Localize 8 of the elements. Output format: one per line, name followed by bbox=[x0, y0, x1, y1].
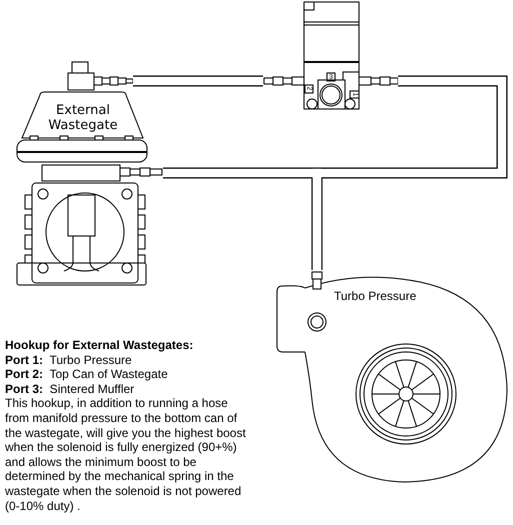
component-label: Turbo Pressure bbox=[334, 289, 416, 303]
note-text: Port 1: Turbo Pressure bbox=[5, 352, 133, 368]
heading: Hookup for External Wastegates: bbox=[5, 338, 194, 353]
note-text: This hookup, in addition to running a hose from manifold pressure to the bottom can of the wastegate, will give you the highest boost when the solenoid is fully energized (90+%) and allows the minimum boost to be determined by the mechanical spring in the wastegate when the solenoid is not powered (0-10% duty) . bbox=[5, 396, 247, 514]
note-text: Port 2: Top Can of Wastegate bbox=[5, 367, 169, 382]
note-text: Port 3: Sintered Muffler bbox=[5, 382, 136, 396]
component-label: External Wastegate bbox=[48, 103, 118, 133]
hose bbox=[133, 76, 263, 86]
